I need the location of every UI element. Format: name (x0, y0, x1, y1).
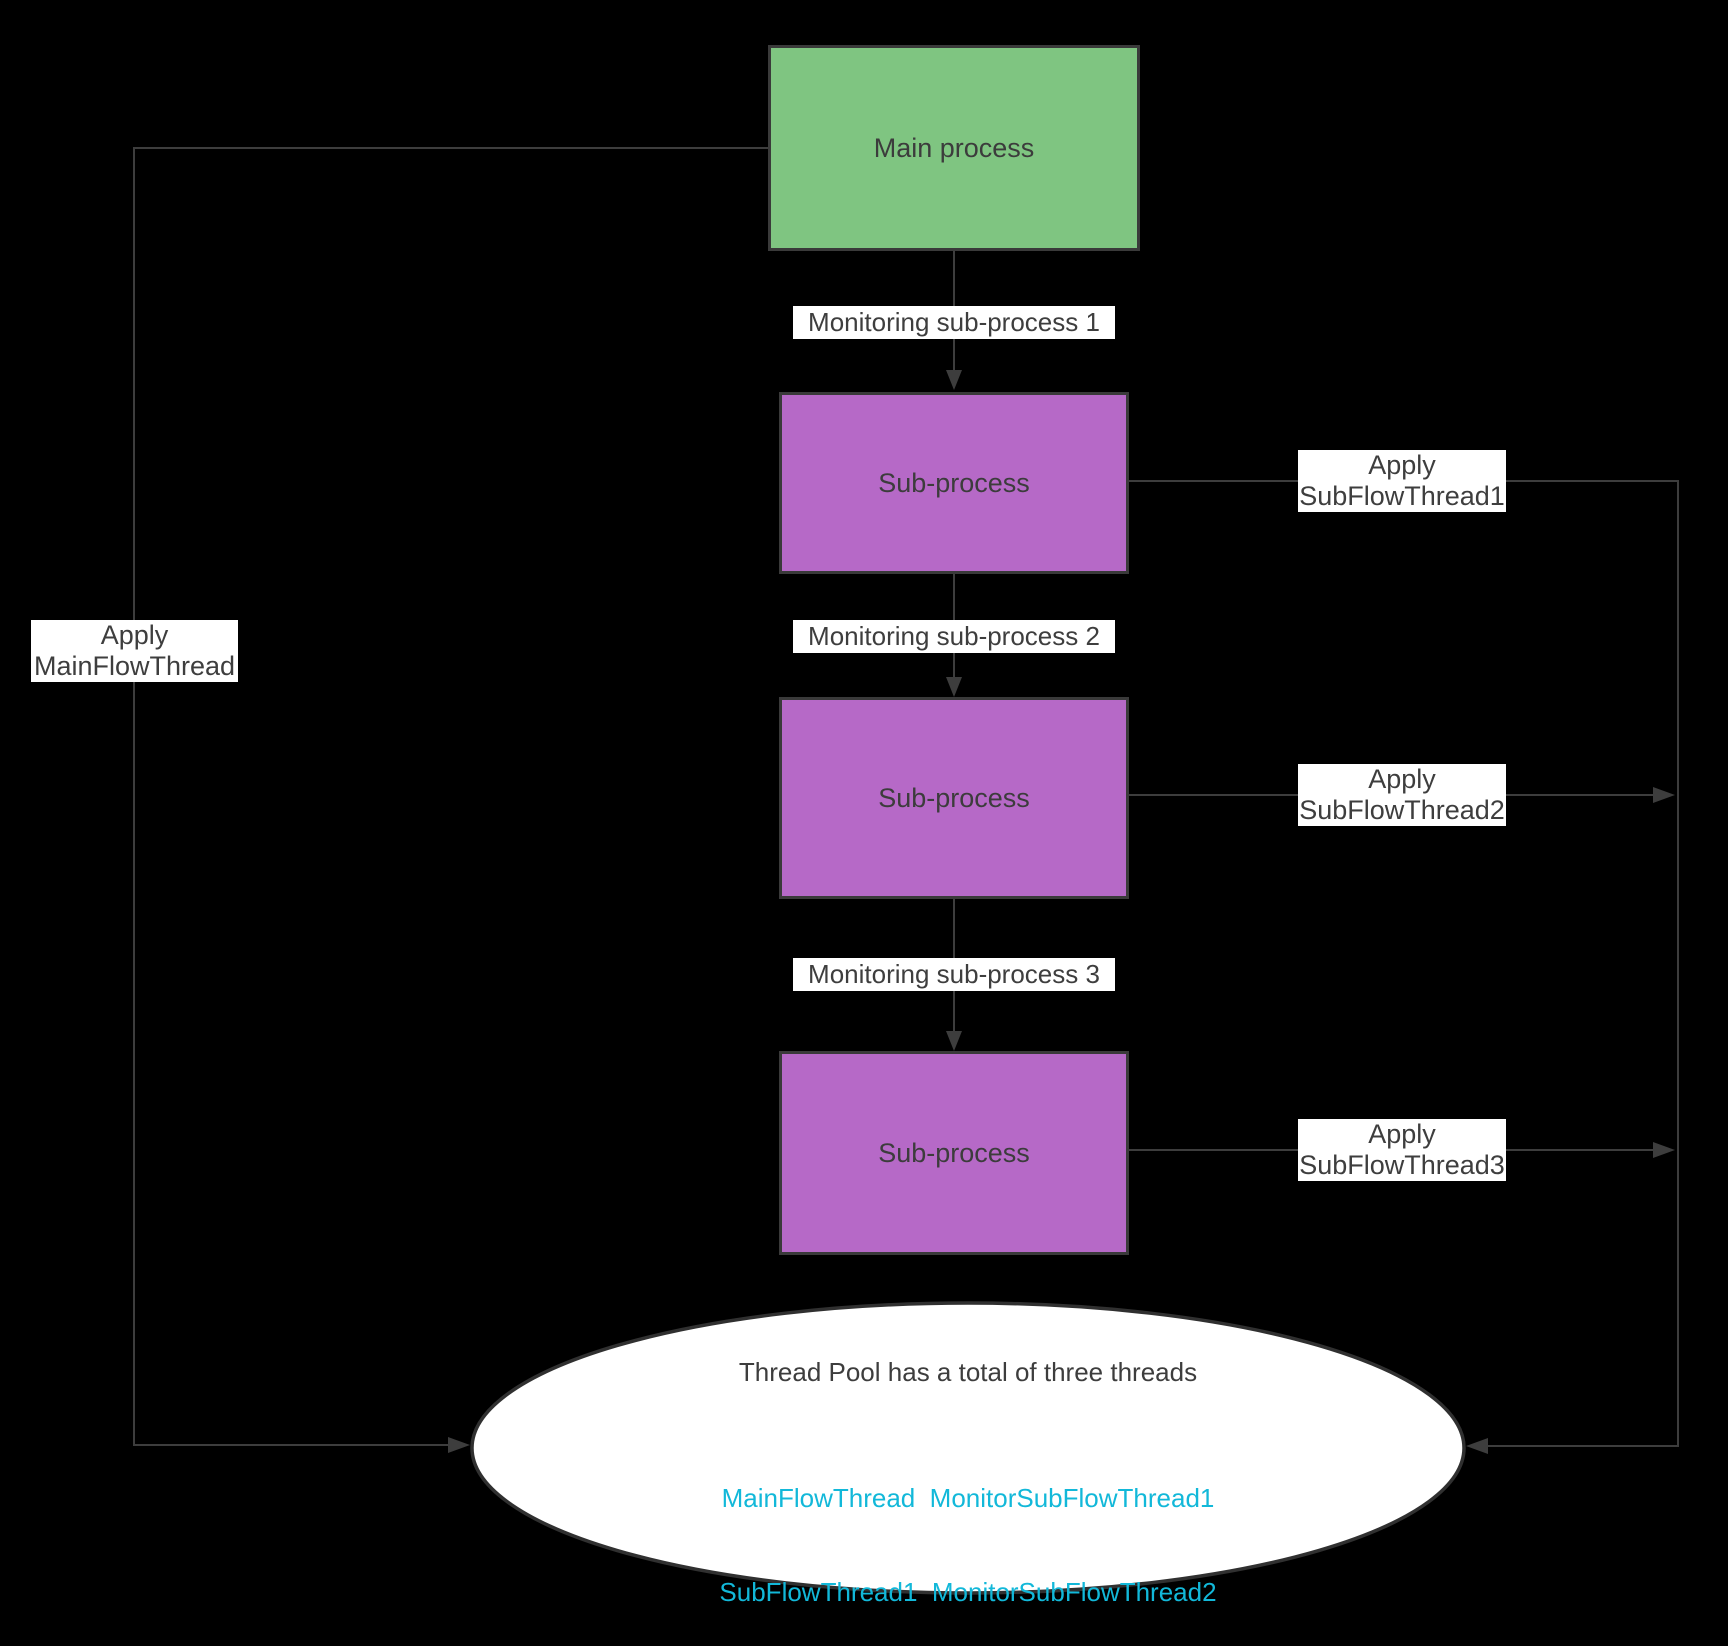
node-sub-process-2: Sub-process (779, 697, 1129, 899)
node-sub-process-3: Sub-process (779, 1051, 1129, 1255)
apply-sub1-line1: Apply (1368, 450, 1436, 480)
edge-label-apply-subflowthread2: Apply SubFlowThread2 (1298, 764, 1506, 826)
arrowhead-pool-entry (1466, 1438, 1488, 1454)
edge-label-monitoring-2: Monitoring sub-process 2 (793, 620, 1115, 653)
edge-label-apply-subflowthread1: Apply SubFlowThread1 (1298, 450, 1506, 512)
edge-label-apply-subflowthread3: Apply SubFlowThread3 (1298, 1119, 1506, 1181)
apply-sub1-line2: SubFlowThread1 (1299, 481, 1505, 511)
connector-sub1-to-pool (1129, 480, 1679, 1447)
arrowhead-sub2-to-sub3 (946, 1031, 962, 1051)
thread-pool-row-1: MainFlowThread MonitorSubFlowThread1 (721, 1482, 1215, 1513)
node-main-process: Main process (768, 45, 1140, 251)
node-sub-process-2-label: Sub-process (878, 782, 1030, 813)
apply-sub3-line1: Apply (1368, 1119, 1436, 1149)
apply-main-line2: MainFlowThread (33, 651, 236, 681)
node-main-process-label: Main process (873, 132, 1035, 163)
arrowhead-sub1-to-sub2 (946, 677, 962, 697)
thread-pool-row-2: SubFlowThread1 MonitorSubFlowThread2 (719, 1577, 1217, 1608)
connector-main-to-pool (133, 147, 768, 1446)
apply-sub2-line2: SubFlowThread2 (1299, 795, 1505, 825)
edge-label-monitoring-1: Monitoring sub-process 1 (793, 306, 1115, 339)
thread-pool-list: MainFlowThread MonitorSubFlowThread1 Sub… (472, 1420, 1464, 1646)
node-sub-process-3-label: Sub-process (878, 1137, 1030, 1168)
arrowhead-sub2-to-trunk (1653, 787, 1675, 803)
apply-main-line1: Apply (100, 620, 169, 650)
apply-sub3-line2: SubFlowThread3 (1299, 1150, 1505, 1180)
apply-sub2-line1: Apply (1368, 764, 1436, 794)
arrowhead-main-to-sub1 (946, 370, 962, 390)
node-sub-process-1-label: Sub-process (878, 467, 1030, 498)
edge-label-monitoring-3: Monitoring sub-process 3 (793, 958, 1115, 991)
thread-pool-ellipse (470, 1301, 1466, 1595)
edge-label-apply-mainflowthread: Apply MainFlowThread (31, 620, 238, 682)
arrowhead-main-to-pool (448, 1437, 470, 1453)
node-sub-process-1: Sub-process (779, 392, 1129, 574)
arrowhead-sub3-to-trunk (1653, 1142, 1675, 1158)
thread-pool-title: Thread Pool has a total of three threads (738, 1357, 1198, 1387)
